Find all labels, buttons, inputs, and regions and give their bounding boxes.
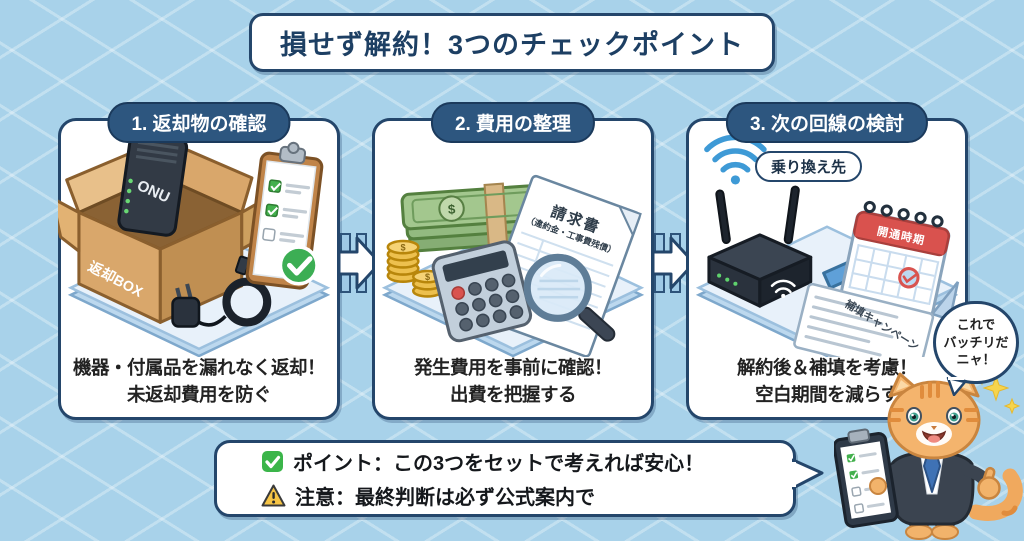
switch-destination-pill: 乗り換え先 (755, 151, 863, 182)
panel-1-caption-line2: 未返却費用を防ぐ (126, 384, 272, 406)
panel-3-caption: 解約後＆補填を考慮！ 空白期間を減らす (689, 355, 965, 409)
magnifier-icon (523, 253, 616, 342)
panel-3-header: 3. 次の回線の検討 (725, 102, 929, 143)
summary-box-tail (792, 458, 824, 490)
panel-costs: 2. 費用の整理 $ $ (372, 102, 654, 420)
cable-coil-icon (222, 255, 272, 327)
cat-paw-left (869, 477, 887, 495)
onu-device-icon: ONU (117, 131, 189, 237)
flow-arrow-icon (337, 233, 382, 293)
panel-3-header-label: 3. 次の回線の検討 (749, 114, 905, 135)
panel-2-header-label: 2. 費用の整理 (454, 114, 572, 135)
return-box-illustration: ONU 返却BOX (58, 131, 331, 357)
panel-3-caption-line2: 空白期間を減らす (755, 384, 899, 406)
switch-destination-label: 乗り換え先 (771, 159, 847, 176)
cat-eye-right (946, 407, 962, 425)
page-title: 損せず解約！3つのチェックポイント (279, 30, 745, 60)
cat-eye-left (906, 407, 922, 425)
speech-bubble: これで バッチリだ ニャ！ (933, 301, 1019, 396)
cat-clipboard-icon (834, 428, 899, 529)
panel-2-header: 2. 費用の整理 (430, 102, 596, 143)
panel-2-caption-line1: 発生費用を事前に確認！ (413, 357, 613, 379)
router-icon (707, 185, 813, 308)
calculator-icon (431, 240, 533, 343)
panel-1-caption: 機器・付属品を漏れなく返却！ 未返却費用を防ぐ (61, 355, 337, 409)
check-badge-icon (278, 245, 319, 286)
summary-caution-row: 注意：最終判断は必ず公式案内で (261, 481, 793, 510)
coin-currency: $ (401, 243, 406, 253)
check-icon (262, 451, 283, 472)
cat-head (887, 372, 981, 460)
panel-1-header: 1. 返却物の確認 (107, 102, 291, 143)
speech-line2: バッチリだ (943, 334, 1009, 350)
cat-tail (968, 468, 1023, 521)
summary-box: ポイント：この3つをセットで考えれば安心！ 注意：最終判断は必ず公式案内で (214, 440, 796, 517)
panel-1-header-label: 1. 返却物の確認 (131, 114, 267, 135)
summary-point-text: ポイント：この3つをセットで考えれば安心！ (293, 453, 705, 475)
panel-return-items: 1. 返却物の確認 ONU (58, 102, 340, 420)
summary-point-row: ポイント：この3つをセットで考えれば安心！ (261, 447, 793, 476)
costs-illustration: $ $ $ 請求書 （違約金・工事費残債） (381, 174, 645, 357)
power-adapter-icon (171, 283, 227, 328)
panel-3-caption-line1: 解約後＆補填を考慮！ (736, 357, 918, 379)
cat-thumbs-up (977, 466, 1001, 500)
title-banner: 損せず解約！3つのチェックポイント (248, 13, 776, 72)
speech-bubble-tail (946, 377, 967, 396)
speech-line3: ニャ！ (956, 352, 996, 368)
bill-currency: $ (447, 201, 456, 217)
coin-currency-2: $ (425, 272, 430, 282)
speech-line1: これで (956, 317, 996, 333)
flow-arrow-icon (651, 233, 696, 293)
panel-2-caption-line2: 出費を把握する (449, 384, 577, 406)
checklist-clipboard-icon (245, 141, 324, 290)
cat-mascot (834, 372, 1023, 540)
panel-next-line: 3. 次の回線の検討 (686, 102, 968, 420)
panel-2-caption: 発生費用を事前に確認！ 出費を把握する (375, 355, 651, 409)
summary-caution-text: 注意：最終判断は必ず公式案内で (295, 487, 595, 509)
warning-icon (261, 484, 286, 507)
panel-1-caption-line1: 機器・付属品を漏れなく返却！ (72, 357, 326, 379)
